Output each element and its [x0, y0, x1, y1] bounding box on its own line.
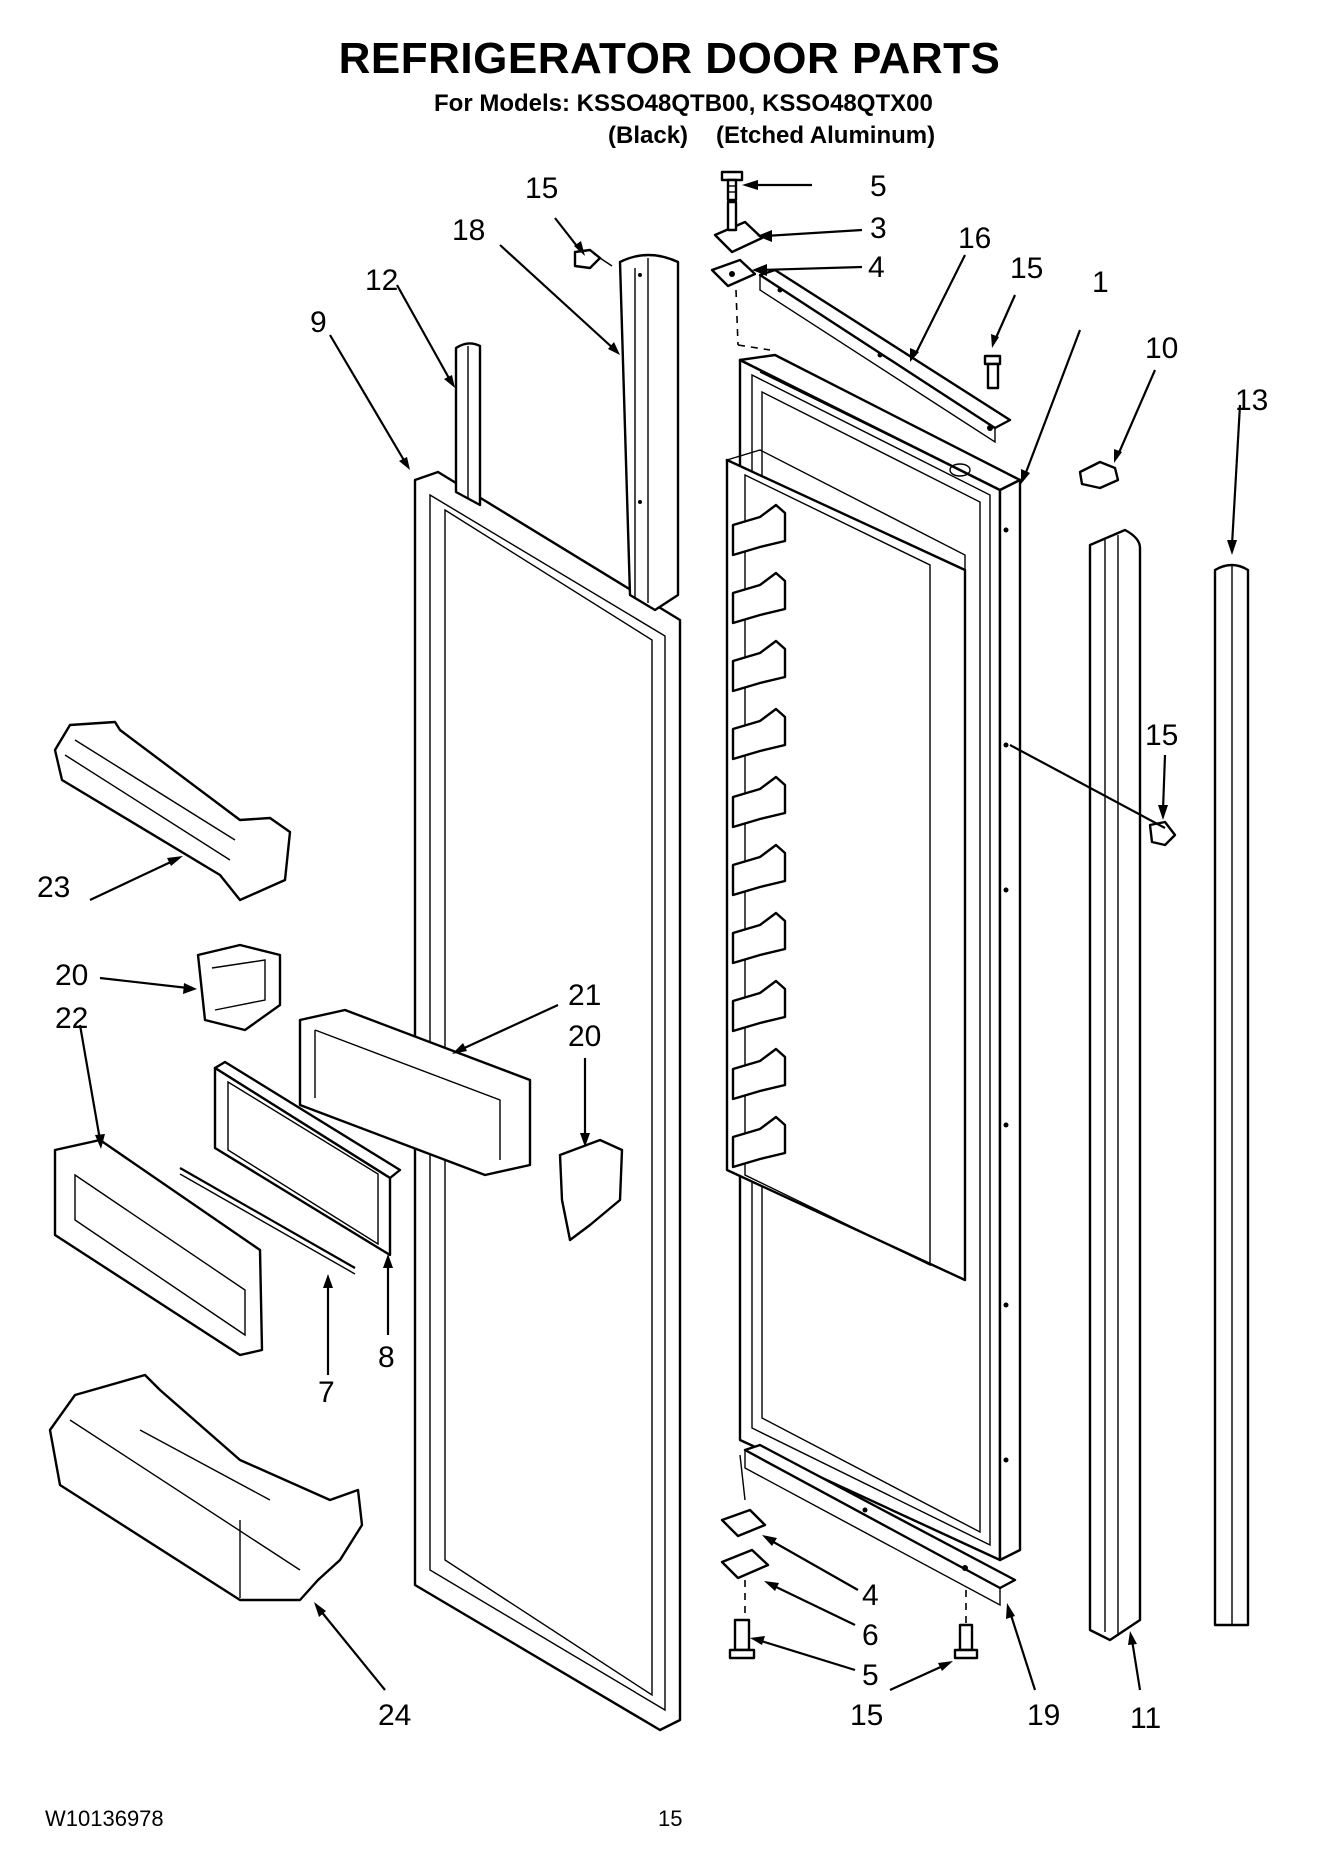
clip-10	[1078, 460, 1120, 490]
top-cap-16	[758, 268, 1012, 444]
bottom-hinge-6	[720, 1548, 770, 1615]
trim-strip-12	[454, 342, 482, 507]
callout-10: 10	[1145, 332, 1178, 365]
shelf-tab	[731, 979, 787, 1033]
shelf-tab	[731, 639, 787, 693]
callout-labels: 5 3 4 15 18 16 15 12 9 1 10 13 15 23 20 …	[37, 170, 1268, 1735]
callout-12: 12	[365, 264, 398, 297]
callout-22: 22	[55, 1002, 88, 1035]
liner-shelf-tabs	[731, 503, 787, 1169]
callout-1: 1	[1092, 266, 1109, 299]
shelf-tab	[731, 1047, 787, 1101]
dairy-door-22	[53, 1138, 264, 1357]
page-number: 15	[658, 1806, 683, 1831]
door-frame-holes	[949, 463, 1009, 1463]
callout-5-top: 5	[870, 170, 887, 203]
shelf-tab	[731, 1115, 787, 1169]
page-title: REFRIGERATOR DOOR PARTS	[338, 34, 1001, 83]
bin-end-cap-20-left	[196, 943, 282, 1032]
hinge-shim-4-top	[710, 258, 757, 288]
callout-20-right: 20	[568, 1020, 601, 1053]
callout-3: 3	[870, 212, 887, 245]
screw-15-top-left	[573, 248, 613, 270]
callout-24: 24	[378, 1699, 411, 1732]
hinge-screw-top	[720, 170, 744, 202]
glass-strip-7	[179, 1167, 356, 1275]
shelf-tab	[731, 843, 787, 897]
callout-4-top: 4	[868, 251, 885, 284]
leader-lines	[78, 180, 1242, 1692]
side-trim-11	[1088, 528, 1142, 1642]
door-bin-24	[48, 1373, 364, 1602]
callout-7: 7	[318, 1376, 335, 1409]
callout-5-bottom: 5	[862, 1659, 879, 1692]
shelf-tab	[731, 707, 787, 761]
models-line: For Models: KSSO48QTB00, KSSO48QTX00	[434, 90, 933, 117]
window-frame-8	[213, 1060, 402, 1257]
trim-strip-18	[618, 253, 680, 612]
callout-18: 18	[452, 214, 485, 247]
shelf-tab	[731, 571, 787, 625]
screw-15-middle	[1148, 820, 1177, 847]
callout-15-bottom: 15	[850, 1699, 883, 1732]
hinge-shim-4-bottom	[720, 1508, 767, 1538]
callout-16: 16	[958, 222, 991, 255]
variant-black: (Black)	[608, 122, 689, 149]
top-hinge-3	[713, 200, 764, 254]
callout-20-left: 20	[55, 959, 88, 992]
callout-11: 11	[1130, 1702, 1161, 1735]
door-bin-23	[53, 720, 292, 902]
strip-13	[1213, 563, 1250, 1627]
shelf-tab	[731, 503, 787, 557]
variant-etched: (Etched Aluminum)	[716, 122, 936, 149]
bin-housing-21	[298, 1008, 532, 1177]
callout-13: 13	[1235, 384, 1268, 417]
callout-15-top-left: 15	[525, 172, 558, 205]
door-inner-liner	[725, 449, 967, 1282]
callout-4-bottom: 4	[862, 1579, 879, 1612]
callout-23: 23	[37, 871, 70, 904]
callout-15-top-right: 15	[1010, 252, 1043, 285]
door-gasket	[413, 470, 682, 1732]
callout-9: 9	[310, 306, 327, 339]
shelf-tab	[731, 911, 787, 965]
callout-6: 6	[862, 1619, 879, 1652]
hinge-screw-bottom	[728, 1618, 756, 1660]
screw-15-bottom	[953, 1623, 979, 1660]
callout-8: 8	[378, 1341, 395, 1374]
shelf-tab	[731, 775, 787, 829]
document-number: W10136978	[45, 1806, 164, 1831]
screw-15-top-right	[983, 354, 1002, 390]
callout-21: 21	[568, 979, 601, 1012]
callout-19: 19	[1027, 1699, 1060, 1732]
bottom-cap-19	[743, 1443, 1017, 1607]
callout-15-middle: 15	[1145, 719, 1178, 752]
bin-end-cap-20-right	[558, 1138, 624, 1242]
